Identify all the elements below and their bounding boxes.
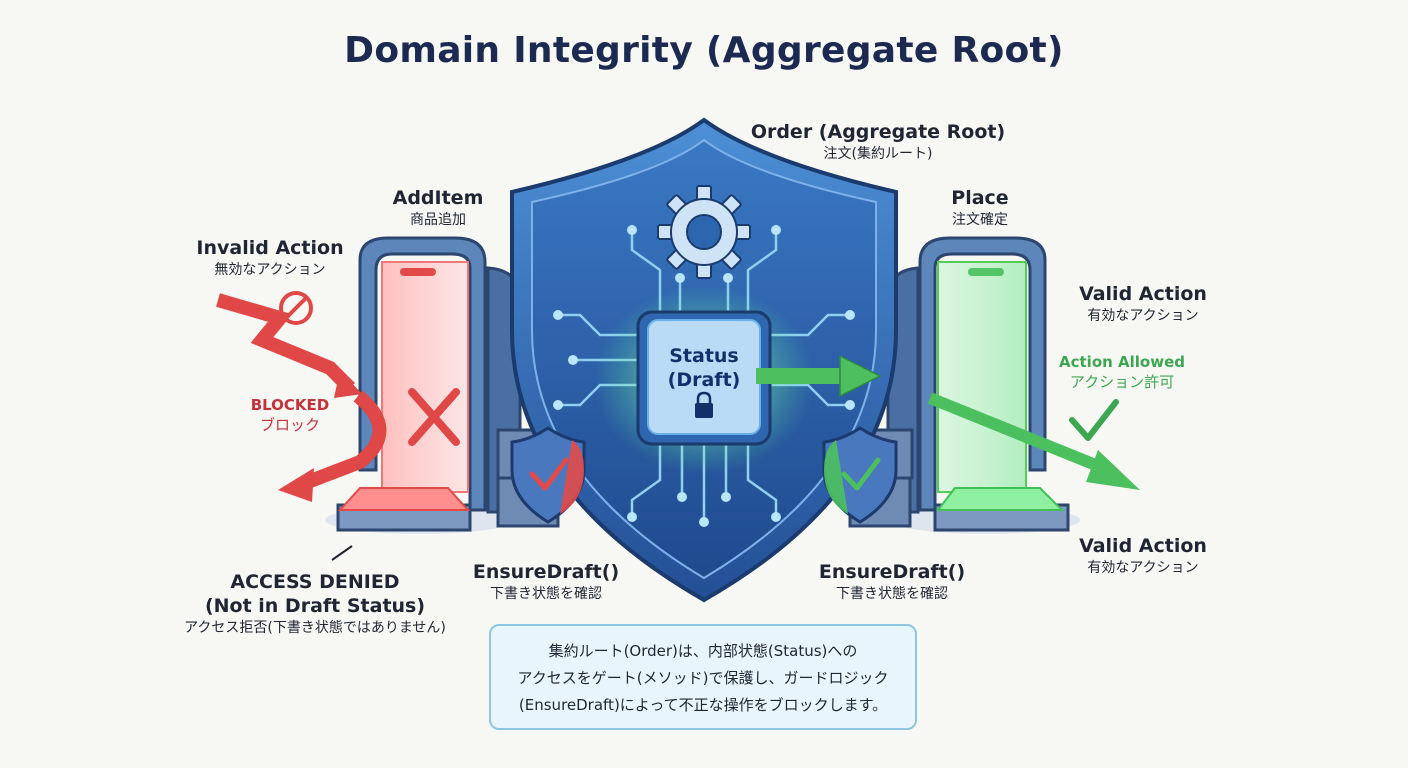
access-denied-label: ACCESS DENIED (Not in Draft Status) アクセス… bbox=[184, 571, 446, 636]
valid-action-top-label: Valid Action 有効なアクション bbox=[1079, 283, 1207, 324]
add-item-label: AddItem 商品追加 bbox=[392, 187, 484, 228]
gear-icon bbox=[657, 185, 751, 279]
invalid-action-label: Invalid Action 無効なアクション bbox=[196, 237, 344, 278]
aggregate-shield bbox=[510, 117, 898, 603]
aggregate-label: Order (Aggregate Root) 注文(集約ルート) bbox=[750, 121, 1006, 162]
description-box: 集約ルート(Order)は、内部状態(Status)への アクセスをゲート(メソ… bbox=[489, 624, 917, 730]
allowed-arrow-exit bbox=[927, 392, 1140, 490]
description-line: アクセスをゲート(メソッド)で保護し、ガードロジック bbox=[517, 669, 889, 687]
allowed-arrow-out bbox=[756, 354, 882, 398]
description-line: (EnsureDraft)によって不正な操作をブロックします。 bbox=[518, 696, 888, 714]
right-guard-shield-icon bbox=[822, 426, 898, 524]
valid-action-bottom-label: Valid Action 有効なアクション bbox=[1079, 535, 1207, 576]
blocked-arrow bbox=[216, 293, 387, 502]
prohibited-icon bbox=[279, 291, 313, 325]
status-box: Status (Draft) bbox=[667, 345, 741, 391]
lock-icon bbox=[695, 391, 713, 418]
page-title: Domain Integrity (Aggregate Root) bbox=[344, 30, 1064, 71]
place-label: Place 注文確定 bbox=[951, 187, 1009, 228]
check-icon bbox=[1069, 399, 1119, 441]
description-line: 集約ルート(Order)は、内部状態(Status)への bbox=[548, 642, 858, 660]
x-mark-icon bbox=[408, 388, 460, 446]
left-guard-shield-icon bbox=[510, 426, 586, 524]
ensure-draft-right-label: EnsureDraft() 下書き状態を確認 bbox=[818, 561, 966, 602]
action-allowed-label: Action Allowed アクション許可 bbox=[1059, 353, 1185, 391]
blocked-label: BLOCKED ブロック bbox=[250, 396, 330, 434]
ensure-draft-left-label: EnsureDraft() 下書き状態を確認 bbox=[472, 561, 620, 602]
